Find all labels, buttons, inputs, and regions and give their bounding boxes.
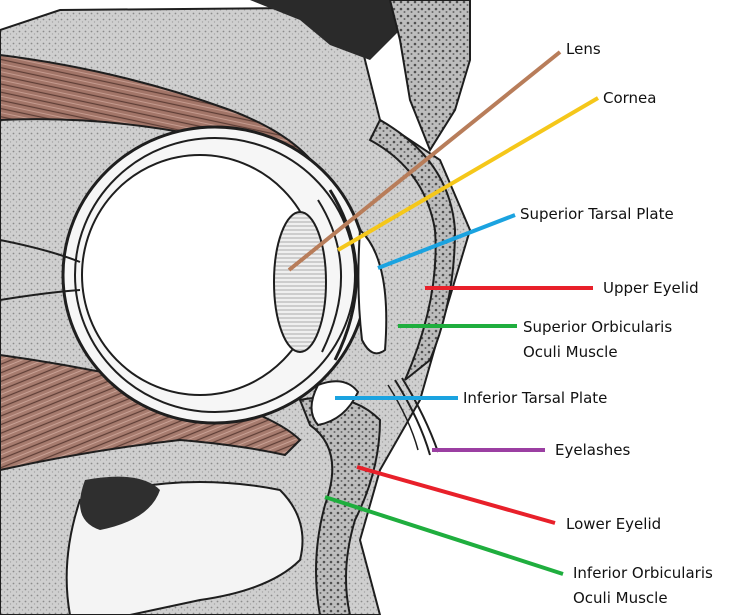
label-superior-tarsal-plate: Superior Tarsal Plate: [520, 204, 674, 225]
label-eyelashes: Eyelashes: [555, 440, 630, 461]
lower-eyelid-leader: [357, 467, 555, 523]
label-inferior-orbicularis-line1: Inferior Orbicularis: [573, 563, 713, 584]
label-superior-orbicularis-line1: Superior Orbicularis: [523, 317, 672, 338]
label-lens: Lens: [566, 39, 601, 60]
label-superior-orbicularis-line2: Oculi Muscle: [523, 342, 618, 363]
label-inferior-tarsal-plate: Inferior Tarsal Plate: [463, 388, 607, 409]
label-inferior-orbicularis-line2: Oculi Muscle: [573, 588, 668, 609]
lens-shape: [274, 212, 326, 352]
label-lower-eyelid: Lower Eyelid: [566, 514, 661, 535]
label-cornea: Cornea: [603, 88, 656, 109]
label-upper-eyelid: Upper Eyelid: [603, 278, 699, 299]
